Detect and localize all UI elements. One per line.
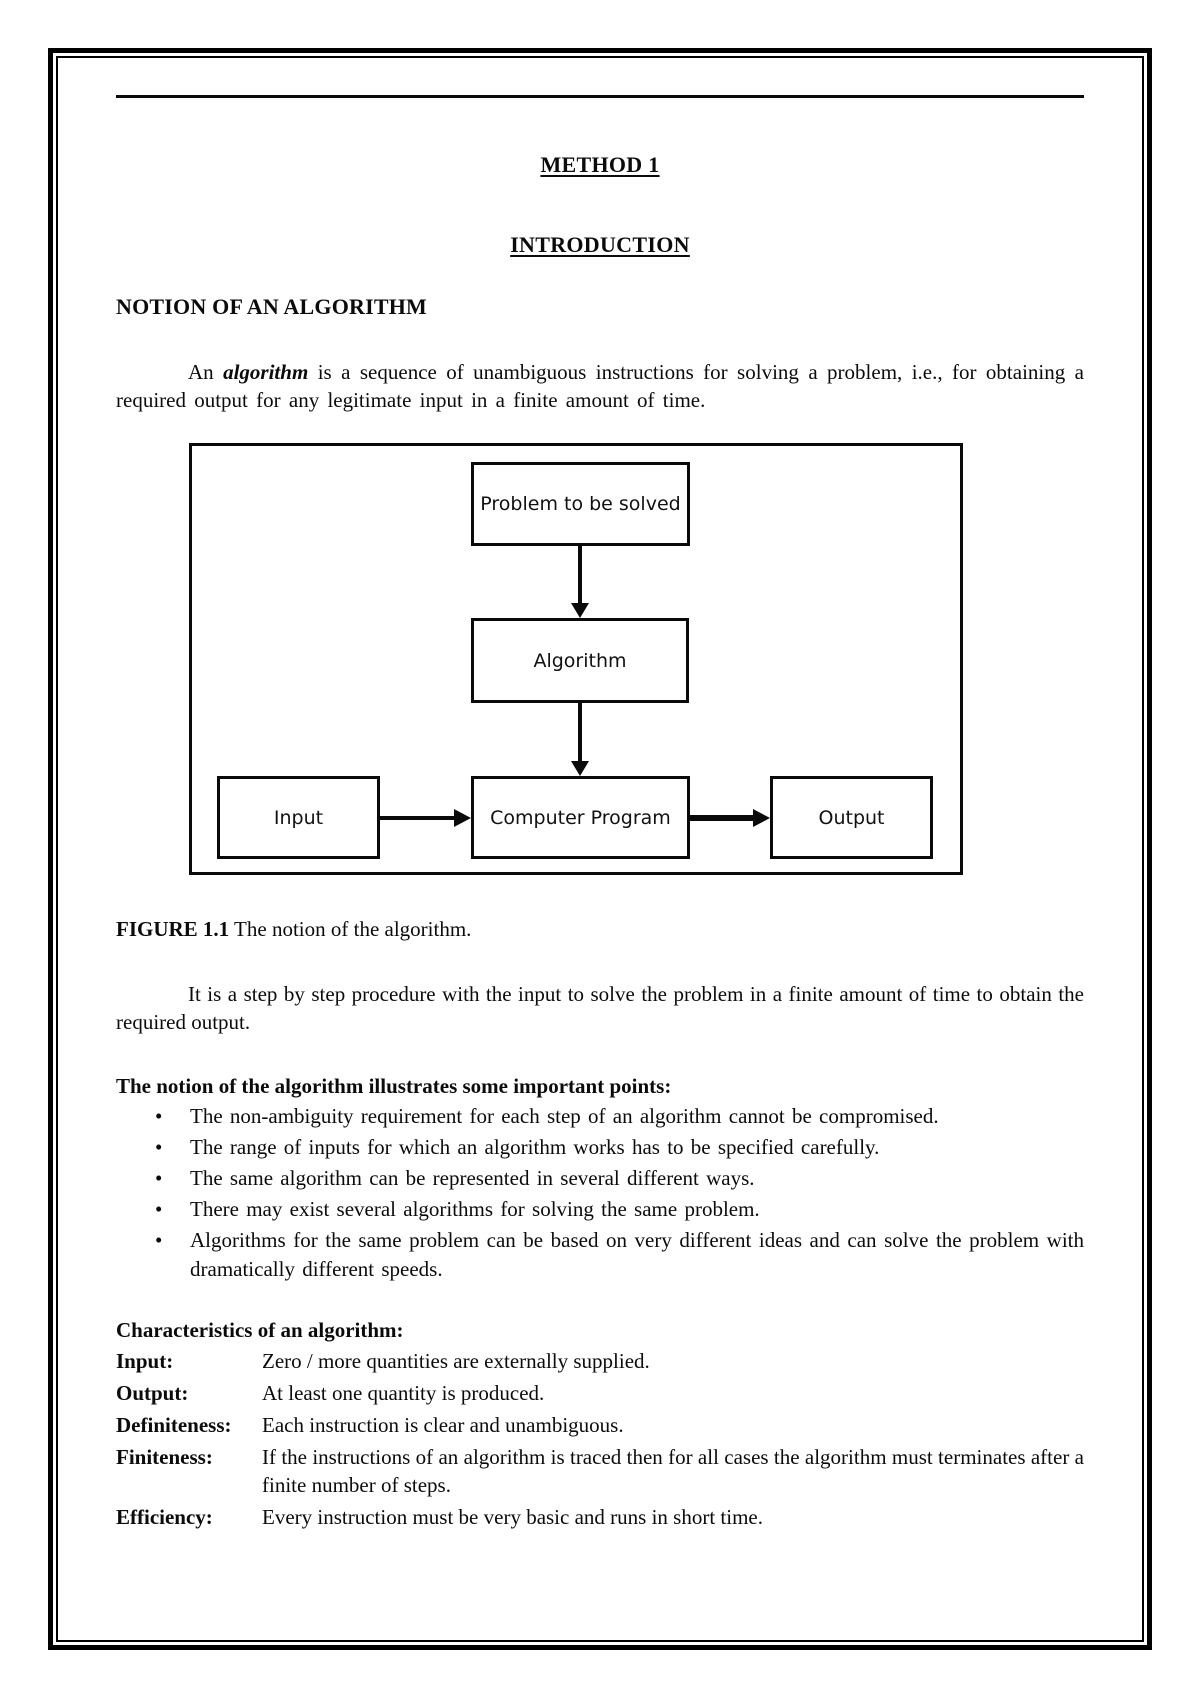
points-heading: The notion of the algorithm illustrates … — [116, 1074, 672, 1098]
figure-diagram-frame: Problem to be solved Algorithm Input Com… — [189, 443, 963, 875]
arrow-input-to-program-head-icon — [454, 809, 471, 827]
point-text: The non-ambiguity requirement for each s… — [190, 1104, 939, 1128]
characteristic-label: Output: — [116, 1381, 189, 1405]
characteristic-text: Zero / more quantities are externally su… — [262, 1349, 650, 1373]
characteristic-text: If the instructions of an algorithm is t… — [262, 1445, 1084, 1497]
arrow-program-to-output-head-icon — [753, 809, 770, 827]
bullet-icon: • — [155, 1135, 163, 1159]
characteristic-text: Each instruction is clear and unambiguou… — [262, 1413, 624, 1437]
header-rule — [116, 95, 1084, 98]
intro-rest: is a sequence of unambiguous instruction… — [116, 360, 1084, 412]
page-border-inner: METHOD 1 INTRODUCTION NOTION OF AN ALGOR… — [56, 56, 1144, 1642]
doc-subtitle-text: INTRODUCTION — [510, 232, 690, 257]
bullet-icon: • — [155, 1228, 163, 1252]
step-paragraph: It is a step by step procedure with the … — [116, 982, 1084, 1034]
point-item: • Algorithms for the same problem can be… — [155, 1226, 1084, 1284]
arrow-program-to-output-stem — [690, 815, 754, 821]
page-border-outer: METHOD 1 INTRODUCTION NOTION OF AN ALGOR… — [48, 48, 1152, 1650]
bullet-icon: • — [155, 1166, 163, 1190]
page-content: METHOD 1 INTRODUCTION NOTION OF AN ALGOR… — [58, 58, 1142, 1640]
points-list: • The non-ambiguity requirement for each… — [116, 1102, 1084, 1284]
characteristic-label: Input: — [116, 1349, 174, 1373]
bullet-icon: • — [155, 1197, 163, 1221]
point-text: The same algorithm can be represented in… — [190, 1166, 755, 1190]
diagram-node-input-label: Input — [273, 806, 324, 829]
diagram-node-problem: Problem to be solved — [471, 462, 690, 546]
figure-caption-label: FIGURE 1.1 — [116, 917, 230, 941]
characteristic-label: Finiteness: — [116, 1445, 213, 1469]
diagram-node-computer-program-label: Computer Program — [490, 806, 671, 829]
intro-term-algorithm: algorithm — [223, 360, 309, 384]
arrow-input-to-program-stem — [380, 816, 455, 820]
characteristics-heading: Characteristics of an algorithm: — [116, 1318, 404, 1342]
diagram-node-problem-label: Problem to be solved — [480, 493, 681, 515]
characteristic-text: At least one quantity is produced. — [262, 1381, 545, 1405]
bullet-icon: • — [155, 1104, 163, 1128]
characteristic-text: Every instruction must be very basic and… — [262, 1505, 763, 1529]
doc-title: METHOD 1 — [116, 152, 1084, 178]
arrow-algorithm-to-program-stem — [578, 703, 582, 762]
characteristic-label: Efficiency: — [116, 1505, 213, 1529]
intro-paragraph: An algorithm is a sequence of unambiguou… — [116, 358, 1084, 414]
diagram-node-algorithm-label: Algorithm — [533, 649, 627, 672]
arrow-problem-to-algorithm-stem — [578, 546, 582, 604]
intro-prefix: An — [188, 360, 224, 384]
diagram-node-computer-program: Computer Program — [471, 776, 690, 859]
figure-caption-text: The notion of the algorithm. — [229, 917, 472, 941]
characteristic-label: Definiteness: — [116, 1413, 232, 1437]
doc-subtitle: INTRODUCTION — [116, 232, 1084, 258]
diagram-node-algorithm: Algorithm — [471, 618, 689, 703]
point-text: The range of inputs for which an algorit… — [190, 1135, 880, 1159]
characteristics-list: Input: Zero / more quantities are extern… — [116, 1347, 1084, 1531]
point-item: • The same algorithm can be represented … — [155, 1164, 1084, 1193]
notion-heading: NOTION OF AN ALGORITHM — [116, 294, 428, 319]
figure-caption: FIGURE 1.1 The notion of the algorithm. — [116, 915, 1084, 943]
arrow-algorithm-to-program-head-icon — [571, 761, 589, 776]
arrow-problem-to-algorithm-head-icon — [571, 603, 589, 618]
point-text: There may exist several algorithms for s… — [190, 1197, 760, 1221]
diagram-node-output: Output — [770, 776, 933, 859]
point-item: • There may exist several algorithms for… — [155, 1195, 1084, 1224]
point-text: Algorithms for the same problem can be b… — [190, 1228, 1084, 1281]
doc-title-text: METHOD 1 — [540, 152, 660, 177]
point-item: • The range of inputs for which an algor… — [155, 1133, 1084, 1162]
point-item: • The non-ambiguity requirement for each… — [155, 1102, 1084, 1131]
diagram-node-output-label: Output — [818, 806, 885, 829]
diagram-node-input: Input — [217, 776, 380, 859]
